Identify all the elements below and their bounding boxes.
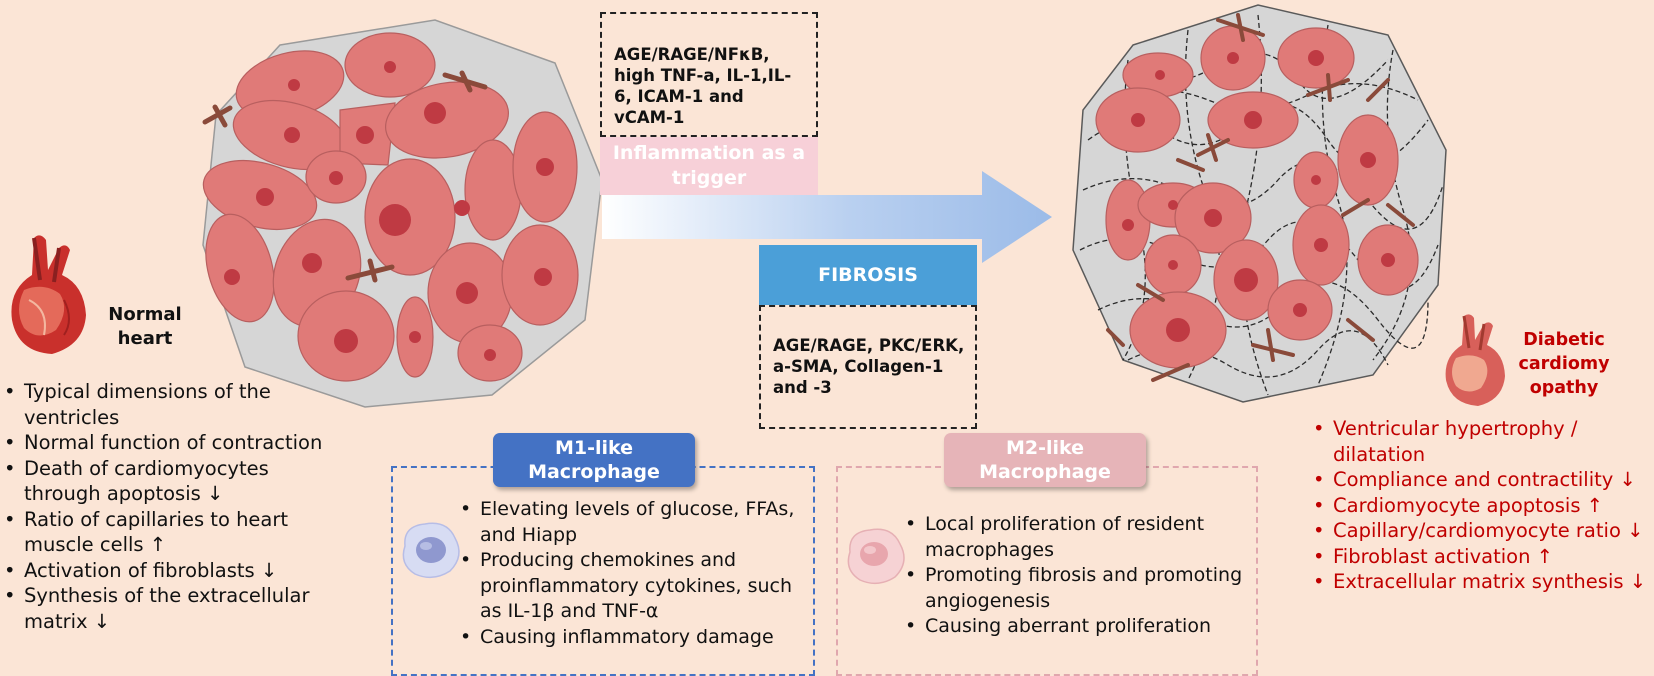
- fibrosis-label: FIBROSIS: [759, 245, 977, 305]
- fibrosis-signals-box: AGE/RAGE, PKC/ERK, a-SMA, Collagen-1 and…: [759, 305, 977, 429]
- normal-tissue: [202, 19, 603, 408]
- list-item: Compliance and contractility ↓: [1311, 467, 1654, 493]
- heart-icon: [1445, 314, 1505, 406]
- list-item: Ratio of capillaries to heart muscle cel…: [2, 507, 347, 558]
- inflammation-trigger-label: Inflammation as a trigger: [600, 137, 818, 195]
- list-item: Activation of fibroblasts ↓: [2, 558, 347, 584]
- m2-macrophage-title: M2-like Macrophage: [944, 433, 1146, 487]
- list-item: Elevating levels of glucose, FFAs, and H…: [458, 497, 818, 548]
- arrow-right-icon: [602, 171, 1052, 263]
- list-item: Promoting fibrosis and promoting angioge…: [903, 563, 1263, 614]
- heart-icon: [11, 235, 86, 354]
- diabetic-cardiomyopathy-label: Diabetic cardiomy opathy: [1518, 330, 1610, 398]
- m1-macrophage-title: M1-like Macrophage: [493, 433, 695, 487]
- list-item: Extracellular matrix synthesis ↓: [1311, 569, 1654, 595]
- list-item: Fibroblast activation ↑: [1311, 544, 1654, 570]
- m1-macrophage-list: Elevating levels of glucose, FFAs, and H…: [458, 497, 818, 650]
- list-item: Ventricular hypertrophy / dilatation: [1311, 416, 1654, 467]
- list-item: Death of cardiomyocytes through apoptosi…: [2, 456, 347, 507]
- normal-heart-label: Normal heart: [108, 304, 182, 349]
- macrophage-icon: [847, 528, 905, 585]
- inflammation-signals-text: AGE/RAGE/NFκB, high TNF-a, IL-1,IL-6, IC…: [614, 45, 792, 127]
- list-item: Capillary/cardiomyocyte ratio ↓: [1311, 518, 1654, 544]
- list-item: Normal function of contraction: [2, 430, 347, 456]
- list-item: Typical dimensions of the ventricles: [2, 379, 347, 430]
- diabetic-features-list: Ventricular hypertrophy / dilatation Com…: [1311, 416, 1654, 595]
- inflammation-signals-box: AGE/RAGE/NFκB, high TNF-a, IL-1,IL-6, IC…: [600, 12, 818, 137]
- fibrotic-tissue: [1072, 4, 1447, 403]
- list-item: Synthesis of the extracellular matrix ↓: [2, 583, 347, 634]
- fibrosis-signals-text: AGE/RAGE, PKC/ERK, a-SMA, Collagen-1 and…: [773, 336, 965, 397]
- macrophage-icon: [402, 522, 460, 579]
- list-item: Local proliferation of resident macropha…: [903, 512, 1263, 563]
- list-item: Causing aberrant proliferation: [903, 614, 1263, 640]
- list-item: Producing chemokines and proinflammatory…: [458, 548, 818, 625]
- normal-heart-features-list: Typical dimensions of the ventricles Nor…: [2, 379, 347, 634]
- m2-macrophage-list: Local proliferation of resident macropha…: [903, 512, 1263, 640]
- list-item: Cardiomyocyte apoptosis ↑: [1311, 493, 1654, 519]
- list-item: Causing inflammatory damage: [458, 625, 818, 651]
